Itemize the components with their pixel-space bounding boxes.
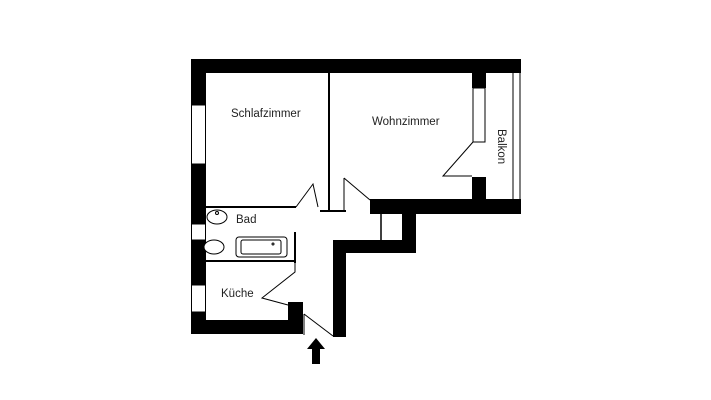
window-bedroom: [191, 104, 206, 165]
wall-left-3: [191, 240, 206, 285]
arrow-up-icon: [307, 338, 325, 364]
door-bedroom: [295, 182, 319, 208]
toilet-icon: [203, 239, 225, 255]
room-label-schlafzimmer: Schlafzimmer: [231, 108, 301, 120]
room-label-kueche: Küche: [221, 288, 254, 300]
room-label-balkon: Balkon: [495, 129, 507, 165]
fixtures: [203, 209, 288, 258]
wall-pillar-bottom-right: [472, 177, 486, 214]
wall-top: [191, 59, 521, 73]
door-kitchen: [260, 263, 296, 306]
door-living-swing: [343, 177, 371, 201]
wall-bottom-kitchen: [191, 320, 303, 334]
bathtub-inner: [240, 239, 282, 255]
balcony: [512, 73, 521, 199]
wall-corridor-horizontal: [333, 240, 416, 253]
wall-corridor-vertical: [333, 240, 346, 337]
door-balcony-swing: [441, 141, 474, 177]
room-label-bad: Bad: [236, 214, 257, 226]
wall-pillar-entry: [288, 302, 303, 334]
door-entry-swing: [303, 313, 334, 337]
door-balcony-panel: [472, 87, 486, 143]
interior-walls: [206, 73, 382, 263]
window-bath: [191, 223, 206, 241]
bathtub-drain-icon: [271, 242, 275, 246]
wall-left-2: [191, 164, 206, 224]
room-label-wohnzimmer: Wohnzimmer: [372, 116, 440, 128]
windows: [191, 104, 206, 313]
doors: [260, 87, 486, 337]
wall-pillar-top-right: [472, 59, 486, 88]
wall-left-1: [191, 59, 206, 105]
wall-bottom-living: [370, 199, 521, 214]
window-kitchen: [191, 284, 206, 313]
sink-icon: [206, 209, 228, 225]
sink-drain-icon: [215, 211, 219, 215]
outer-walls: [191, 59, 521, 337]
